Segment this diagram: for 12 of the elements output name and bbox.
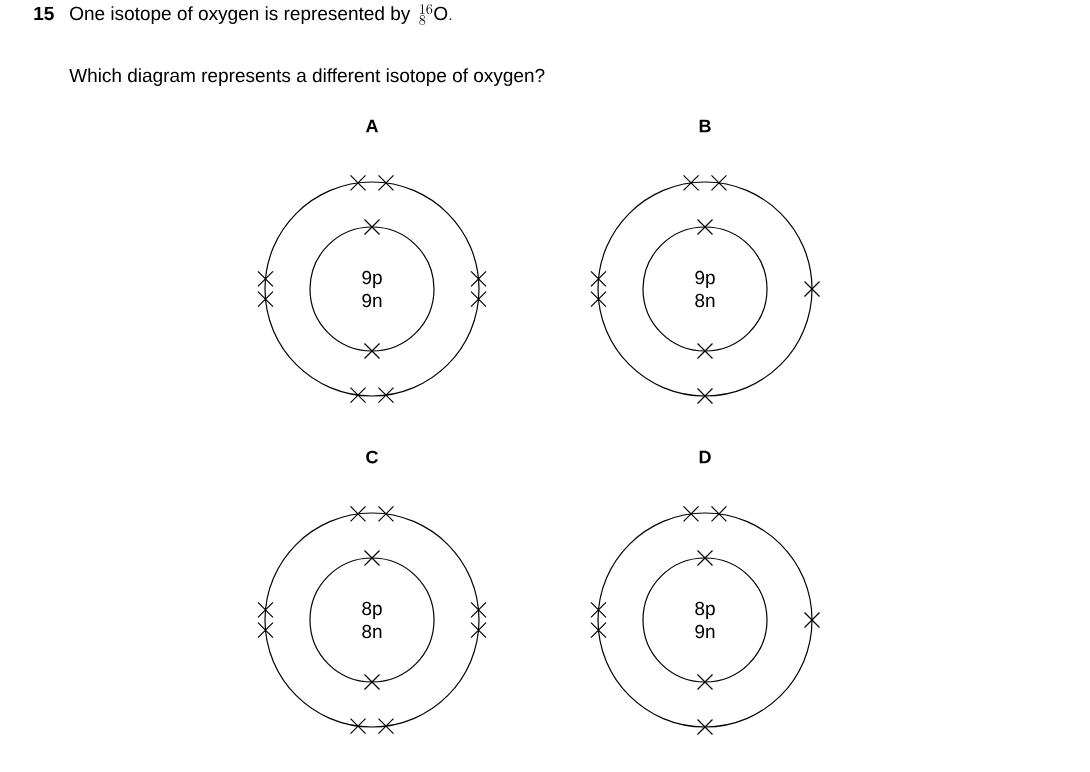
option-letter: D xyxy=(699,450,711,464)
question-number: 15 xyxy=(34,6,54,21)
shell-circle xyxy=(597,181,813,397)
question-text: One isotope of oxygen is represented by xyxy=(70,6,411,24)
shell-circle xyxy=(264,512,480,728)
option-letter: A xyxy=(365,119,379,133)
question-text: Which diagram represents a different isotope of oxygen? xyxy=(69,68,545,86)
shell-circle xyxy=(597,512,813,728)
option-letter: B xyxy=(699,119,711,133)
isotope-symbol: ${}^{16}_{8}\mathrm{O}.$ xyxy=(419,4,452,25)
option-letter: C xyxy=(366,450,378,464)
shell-circle xyxy=(264,181,480,397)
